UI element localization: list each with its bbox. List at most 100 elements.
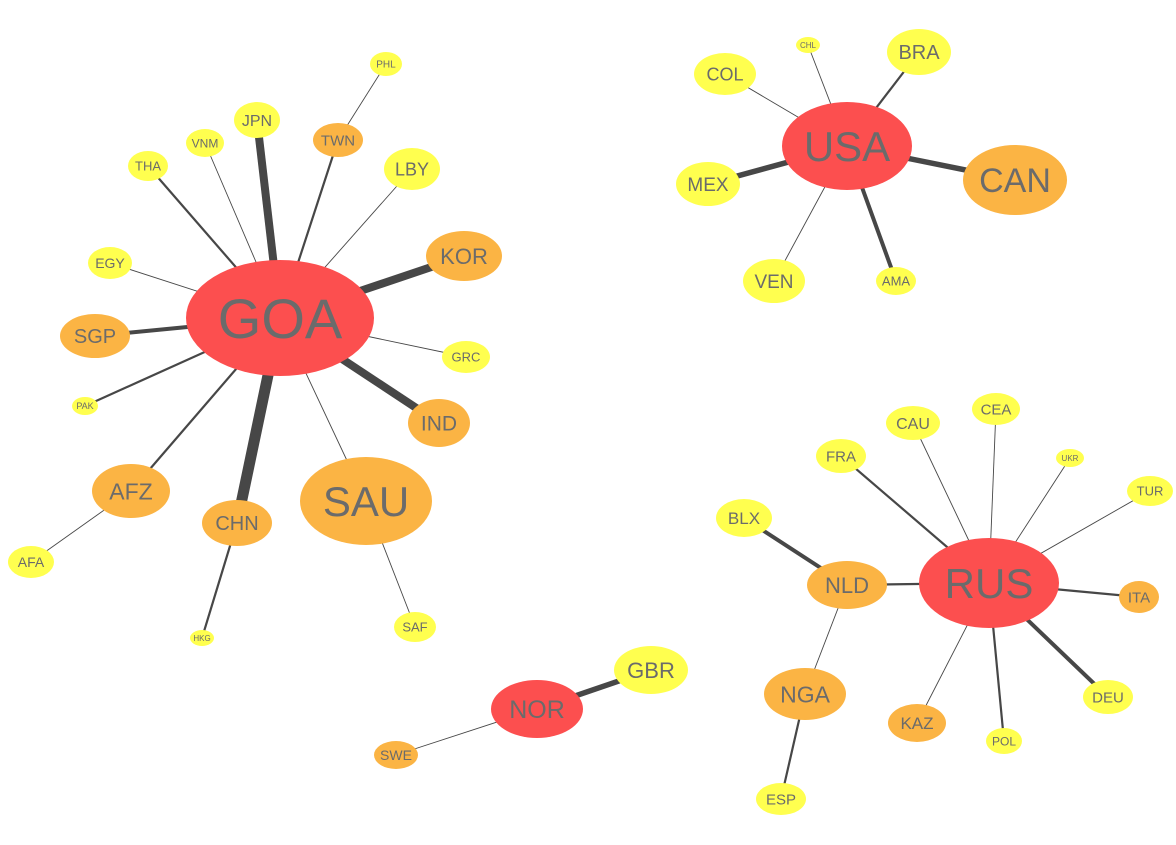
node-label-rus: RUS bbox=[945, 560, 1034, 607]
node-ama[interactable]: AMA bbox=[876, 267, 916, 295]
node-shape-egy[interactable] bbox=[88, 247, 132, 279]
node-saf[interactable]: SAF bbox=[394, 612, 436, 642]
node-lby[interactable]: LBY bbox=[384, 148, 440, 190]
node-swe[interactable]: SWE bbox=[374, 741, 418, 769]
node-bra[interactable]: BRA bbox=[887, 29, 951, 75]
node-label-cea: CEA bbox=[981, 401, 1012, 418]
node-sau[interactable]: SAU bbox=[300, 457, 432, 545]
node-pol[interactable]: POL bbox=[986, 728, 1022, 754]
node-shape-usa[interactable] bbox=[782, 102, 912, 190]
node-shape-ukr[interactable] bbox=[1056, 449, 1084, 467]
node-shape-goa[interactable] bbox=[186, 260, 374, 376]
node-shape-nga[interactable] bbox=[764, 668, 846, 720]
node-label-sau: SAU bbox=[323, 478, 409, 525]
node-shape-fra[interactable] bbox=[816, 439, 866, 473]
node-label-jpn: JPN bbox=[242, 113, 272, 130]
node-shape-ind[interactable] bbox=[408, 399, 470, 447]
node-shape-afa[interactable] bbox=[8, 546, 54, 578]
node-shape-hkg[interactable] bbox=[190, 630, 214, 646]
node-ukr[interactable]: UKR bbox=[1056, 449, 1084, 467]
node-esp[interactable]: ESP bbox=[756, 783, 806, 815]
node-kaz[interactable]: KAZ bbox=[888, 704, 946, 742]
node-ind[interactable]: IND bbox=[408, 399, 470, 447]
node-shape-tur[interactable] bbox=[1127, 476, 1173, 506]
node-label-cau: CAU bbox=[896, 416, 930, 433]
node-can[interactable]: CAN bbox=[963, 145, 1067, 215]
node-label-usa: USA bbox=[804, 123, 890, 170]
node-shape-lby[interactable] bbox=[384, 148, 440, 190]
node-col[interactable]: COL bbox=[694, 53, 756, 95]
node-twn[interactable]: TWN bbox=[313, 123, 363, 157]
node-nor[interactable]: NOR bbox=[491, 680, 583, 738]
node-shape-vnm[interactable] bbox=[186, 129, 224, 157]
node-label-grc: GRC bbox=[452, 350, 481, 365]
node-shape-nld[interactable] bbox=[807, 561, 887, 609]
node-egy[interactable]: EGY bbox=[88, 247, 132, 279]
node-kor[interactable]: KOR bbox=[426, 231, 502, 281]
node-shape-grc[interactable] bbox=[442, 341, 490, 373]
node-shape-can[interactable] bbox=[963, 145, 1067, 215]
node-usa[interactable]: USA bbox=[782, 102, 912, 190]
node-shape-swe[interactable] bbox=[374, 741, 418, 769]
node-nga[interactable]: NGA bbox=[764, 668, 846, 720]
node-nld[interactable]: NLD bbox=[807, 561, 887, 609]
node-cea[interactable]: CEA bbox=[972, 393, 1020, 425]
node-shape-ama[interactable] bbox=[876, 267, 916, 295]
node-label-kor: KOR bbox=[440, 244, 488, 269]
node-shape-chl[interactable] bbox=[796, 37, 820, 53]
node-shape-blx[interactable] bbox=[716, 499, 772, 537]
node-shape-twn[interactable] bbox=[313, 123, 363, 157]
node-shape-kor[interactable] bbox=[426, 231, 502, 281]
node-tur[interactable]: TUR bbox=[1127, 476, 1173, 506]
node-shape-cea[interactable] bbox=[972, 393, 1020, 425]
node-shape-jpn[interactable] bbox=[234, 102, 280, 138]
node-shape-kaz[interactable] bbox=[888, 704, 946, 742]
node-fra[interactable]: FRA bbox=[816, 439, 866, 473]
node-shape-mex[interactable] bbox=[676, 162, 740, 206]
node-ven[interactable]: VEN bbox=[743, 259, 805, 303]
node-deu[interactable]: DEU bbox=[1083, 680, 1133, 714]
node-cau[interactable]: CAU bbox=[886, 406, 940, 440]
node-shape-bra[interactable] bbox=[887, 29, 951, 75]
node-blx[interactable]: BLX bbox=[716, 499, 772, 537]
node-shape-gbr[interactable] bbox=[614, 646, 688, 694]
node-chn[interactable]: CHN bbox=[202, 500, 272, 546]
node-label-ita: ITA bbox=[1128, 589, 1150, 606]
node-shape-col[interactable] bbox=[694, 53, 756, 95]
node-shape-ita[interactable] bbox=[1119, 581, 1159, 613]
node-label-egy: EGY bbox=[95, 255, 125, 271]
node-shape-pol[interactable] bbox=[986, 728, 1022, 754]
node-shape-afz[interactable] bbox=[92, 464, 170, 518]
node-grc[interactable]: GRC bbox=[442, 341, 490, 373]
node-shape-sgp[interactable] bbox=[60, 314, 130, 358]
node-phl[interactable]: PHL bbox=[370, 52, 402, 76]
node-shape-chn[interactable] bbox=[202, 500, 272, 546]
node-shape-deu[interactable] bbox=[1083, 680, 1133, 714]
node-label-blx: BLX bbox=[728, 509, 760, 528]
node-hkg[interactable]: HKG bbox=[190, 630, 214, 646]
node-shape-sau[interactable] bbox=[300, 457, 432, 545]
node-shape-nor[interactable] bbox=[491, 680, 583, 738]
node-pak[interactable]: PAK bbox=[72, 397, 98, 415]
node-shape-ven[interactable] bbox=[743, 259, 805, 303]
node-afa[interactable]: AFA bbox=[8, 546, 54, 578]
node-shape-rus[interactable] bbox=[919, 538, 1059, 628]
node-tha[interactable]: THA bbox=[128, 151, 168, 181]
node-gbr[interactable]: GBR bbox=[614, 646, 688, 694]
node-mex[interactable]: MEX bbox=[676, 162, 740, 206]
node-ita[interactable]: ITA bbox=[1119, 581, 1159, 613]
node-sgp[interactable]: SGP bbox=[60, 314, 130, 358]
node-goa[interactable]: GOA bbox=[186, 260, 374, 376]
node-shape-saf[interactable] bbox=[394, 612, 436, 642]
node-chl[interactable]: CHL bbox=[796, 37, 820, 53]
node-shape-cau[interactable] bbox=[886, 406, 940, 440]
node-shape-pak[interactable] bbox=[72, 397, 98, 415]
node-shape-phl[interactable] bbox=[370, 52, 402, 76]
node-jpn[interactable]: JPN bbox=[234, 102, 280, 138]
node-rus[interactable]: RUS bbox=[919, 538, 1059, 628]
node-shape-tha[interactable] bbox=[128, 151, 168, 181]
node-vnm[interactable]: VNM bbox=[186, 129, 224, 157]
node-afz[interactable]: AFZ bbox=[92, 464, 170, 518]
node-shape-esp[interactable] bbox=[756, 783, 806, 815]
